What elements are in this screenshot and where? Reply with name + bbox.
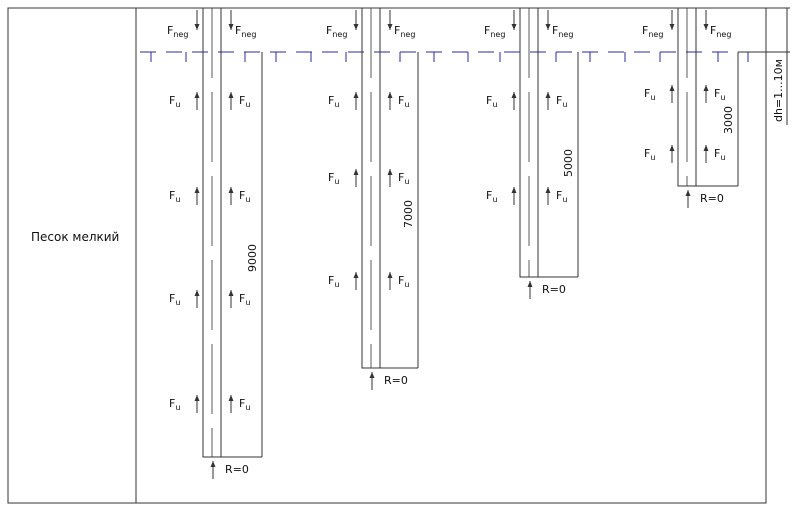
fu-label-right: Fu bbox=[239, 189, 250, 204]
fneg-label-right: Fneg bbox=[235, 24, 256, 39]
reaction-arrow-head bbox=[527, 281, 533, 287]
fu-label-left: Fu bbox=[328, 171, 339, 186]
reaction-arrow-head bbox=[685, 190, 691, 196]
fneg-arrow-right-head bbox=[703, 24, 709, 30]
fu-arrow-left-head bbox=[194, 92, 200, 98]
fneg-arrow-left-head bbox=[194, 24, 200, 30]
fu-label-left: Fu bbox=[169, 189, 180, 204]
fneg-arrow-right-head bbox=[545, 24, 551, 30]
fu-arrow-right-head bbox=[703, 145, 709, 151]
fu-label-right: Fu bbox=[556, 94, 567, 109]
fneg-label-right: Fneg bbox=[552, 24, 573, 39]
reaction-arrow-head bbox=[369, 372, 375, 378]
fneg-label-left: Fneg bbox=[167, 24, 188, 39]
fu-arrow-right-head bbox=[703, 85, 709, 91]
soil-label: Песок мелкий bbox=[31, 230, 119, 244]
fu-arrow-left-head bbox=[353, 92, 359, 98]
reaction-arrow-head bbox=[210, 461, 216, 467]
fu-label-right: Fu bbox=[398, 171, 409, 186]
fu-arrow-right-head bbox=[387, 169, 393, 175]
fu-arrow-right-head bbox=[545, 92, 551, 98]
fu-label-left: Fu bbox=[486, 189, 497, 204]
reaction-label: R=0 bbox=[542, 283, 566, 296]
fu-arrow-right-head bbox=[387, 272, 393, 278]
fu-label-left: Fu bbox=[486, 94, 497, 109]
fu-label-left: Fu bbox=[328, 274, 339, 289]
fu-arrow-left-head bbox=[194, 187, 200, 193]
fneg-label-right: Fneg bbox=[710, 24, 731, 39]
fneg-label-left: Fneg bbox=[642, 24, 663, 39]
fu-arrow-left-head bbox=[669, 85, 675, 91]
depth-zone-label: dh=1...10м bbox=[772, 59, 785, 122]
fneg-arrow-right-head bbox=[228, 24, 234, 30]
fu-label-right: Fu bbox=[239, 397, 250, 412]
fu-label-right: Fu bbox=[239, 94, 250, 109]
fneg-label-left: Fneg bbox=[326, 24, 347, 39]
fneg-label-right: Fneg bbox=[394, 24, 415, 39]
fu-arrow-left-head bbox=[353, 272, 359, 278]
fneg-arrow-left-head bbox=[511, 24, 517, 30]
pile-length-label: 7000 bbox=[402, 200, 415, 228]
fu-arrow-left-head bbox=[511, 187, 517, 193]
fu-arrow-right-head bbox=[387, 92, 393, 98]
pile-length-label: 3000 bbox=[722, 106, 735, 134]
reaction-label: R=0 bbox=[700, 192, 724, 205]
fu-label-right: Fu bbox=[714, 87, 725, 102]
fneg-arrow-right-head bbox=[387, 24, 393, 30]
fu-label-right: Fu bbox=[239, 292, 250, 307]
fu-label-right: Fu bbox=[398, 94, 409, 109]
pile-length-label: 5000 bbox=[562, 149, 575, 177]
fu-arrow-right-head bbox=[228, 92, 234, 98]
fu-label-left: Fu bbox=[644, 147, 655, 162]
fu-arrow-left-head bbox=[194, 395, 200, 401]
frame-border bbox=[7, 7, 767, 504]
fu-arrow-right-head bbox=[228, 395, 234, 401]
fu-arrow-left-head bbox=[669, 145, 675, 151]
pile-length-label: 9000 bbox=[246, 244, 259, 272]
fu-label-left: Fu bbox=[169, 397, 180, 412]
reaction-label: R=0 bbox=[225, 463, 249, 476]
fu-label-left: Fu bbox=[169, 94, 180, 109]
ground-hatch-marks bbox=[150, 52, 749, 62]
fu-label-right: Fu bbox=[714, 147, 725, 162]
fu-label-left: Fu bbox=[328, 94, 339, 109]
fu-label-left: Fu bbox=[644, 87, 655, 102]
fu-label-right: Fu bbox=[556, 189, 567, 204]
fneg-arrow-left-head bbox=[669, 24, 675, 30]
fneg-arrow-left-head bbox=[353, 24, 359, 30]
fu-arrow-left-head bbox=[353, 169, 359, 175]
fu-arrow-right-head bbox=[228, 187, 234, 193]
fu-label-left: Fu bbox=[169, 292, 180, 307]
fneg-label-left: Fneg bbox=[484, 24, 505, 39]
fu-arrow-right-head bbox=[545, 187, 551, 193]
fu-arrow-left-head bbox=[194, 290, 200, 296]
reaction-label: R=0 bbox=[384, 374, 408, 387]
fu-label-right: Fu bbox=[398, 274, 409, 289]
fu-arrow-left-head bbox=[511, 92, 517, 98]
fu-arrow-right-head bbox=[228, 290, 234, 296]
